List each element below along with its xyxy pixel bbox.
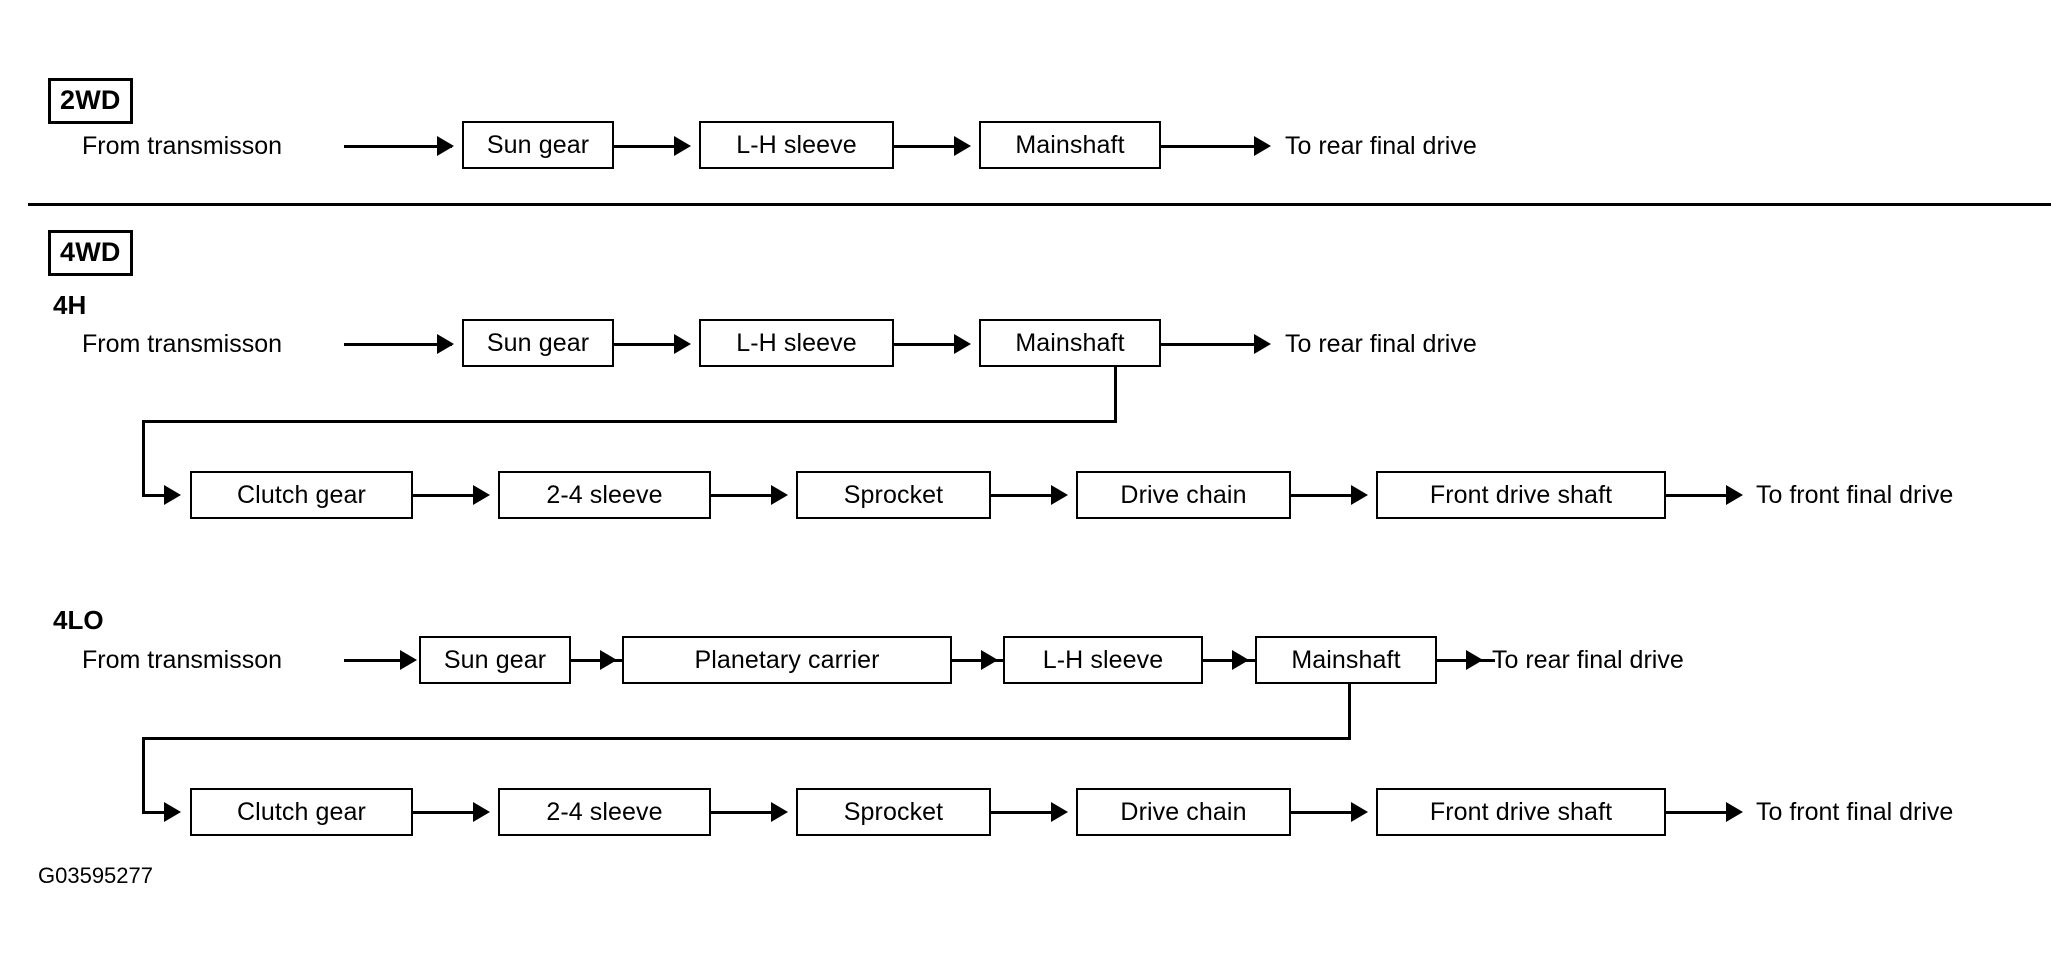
connector-line — [1161, 343, 1259, 346]
node-sun-gear[interactable]: Sun gear — [462, 121, 614, 169]
submode-label-4h: 4H — [53, 290, 87, 320]
connector-line — [1291, 811, 1356, 814]
arrowhead-icon — [473, 802, 490, 822]
branch-connector-horizontal — [142, 494, 170, 497]
connector-line — [413, 811, 478, 814]
node-2-4-sleeve[interactable]: 2-4 sleeve — [498, 471, 711, 519]
connector-line — [1161, 145, 1259, 148]
arrowhead-icon — [1254, 136, 1271, 156]
node-drive-chain[interactable]: Drive chain — [1076, 471, 1291, 519]
node-mainshaft[interactable]: Mainshaft — [979, 121, 1161, 169]
node-drive-chain[interactable]: Drive chain — [1076, 788, 1291, 836]
arrowhead-icon — [674, 136, 691, 156]
connector-line — [614, 343, 679, 346]
node-clutch-gear[interactable]: Clutch gear — [190, 471, 413, 519]
node-mainshaft[interactable]: Mainshaft — [1255, 636, 1437, 684]
node-front-drive-shaft[interactable]: Front drive shaft — [1376, 471, 1666, 519]
figure-caption: G03595277 — [38, 863, 153, 888]
terminal-to-front-final-drive: To front final drive — [1756, 480, 1954, 509]
arrowhead-icon — [1351, 485, 1368, 505]
arrowhead-icon — [954, 334, 971, 354]
connector-line — [1666, 811, 1731, 814]
arrowhead-icon — [437, 334, 454, 354]
arrowhead-icon — [954, 136, 971, 156]
node-lh-sleeve[interactable]: L-H sleeve — [699, 121, 894, 169]
arrowhead-icon — [437, 136, 454, 156]
branch-connector-vertical — [1114, 367, 1117, 423]
connector-line — [894, 343, 959, 346]
branch-connector-horizontal — [142, 420, 1117, 423]
connector-line — [991, 494, 1056, 497]
connector-line — [711, 494, 776, 497]
branch-connector-vertical — [1348, 684, 1351, 740]
section-divider — [28, 203, 2051, 206]
connector-line — [1666, 494, 1731, 497]
source-label-4lo: From transmisson — [82, 645, 283, 674]
source-label-4h: From transmisson — [82, 329, 283, 358]
source-label-2wd: From transmisson — [82, 131, 283, 160]
arrowhead-icon — [164, 802, 181, 822]
arrowhead-icon — [1726, 802, 1743, 822]
connector-line — [1291, 494, 1356, 497]
connector-line — [894, 145, 959, 148]
node-sun-gear[interactable]: Sun gear — [462, 319, 614, 367]
arrowhead-icon — [1726, 485, 1743, 505]
branch-connector-horizontal — [142, 811, 170, 814]
arrowhead-icon — [1466, 650, 1483, 670]
arrowhead-icon — [1232, 650, 1249, 670]
node-sprocket[interactable]: Sprocket — [796, 471, 991, 519]
arrowhead-icon — [1351, 802, 1368, 822]
arrowhead-icon — [1051, 802, 1068, 822]
terminal-to-rear-final-drive: To rear final drive — [1285, 329, 1477, 358]
branch-connector-vertical — [142, 737, 145, 814]
node-planetary-carrier[interactable]: Planetary carrier — [622, 636, 952, 684]
arrowhead-icon — [1051, 485, 1068, 505]
arrowhead-icon — [473, 485, 490, 505]
terminal-to-rear-final-drive: To rear final drive — [1492, 645, 1684, 674]
node-mainshaft[interactable]: Mainshaft — [979, 319, 1161, 367]
arrowhead-icon — [600, 650, 617, 670]
connector-line — [344, 659, 412, 662]
node-2-4-sleeve[interactable]: 2-4 sleeve — [498, 788, 711, 836]
mode-badge-2wd: 2WD — [48, 78, 133, 124]
node-front-drive-shaft[interactable]: Front drive shaft — [1376, 788, 1666, 836]
node-lh-sleeve[interactable]: L-H sleeve — [1003, 636, 1203, 684]
node-clutch-gear[interactable]: Clutch gear — [190, 788, 413, 836]
connector-line — [344, 145, 452, 148]
node-sprocket[interactable]: Sprocket — [796, 788, 991, 836]
node-sun-gear[interactable]: Sun gear — [419, 636, 571, 684]
arrowhead-icon — [674, 334, 691, 354]
arrowhead-icon — [771, 485, 788, 505]
connector-line — [991, 811, 1056, 814]
branch-connector-horizontal — [142, 737, 1351, 740]
arrowhead-icon — [1254, 334, 1271, 354]
mode-badge-4wd: 4WD — [48, 230, 133, 276]
terminal-to-front-final-drive: To front final drive — [1756, 797, 1954, 826]
arrowhead-icon — [981, 650, 998, 670]
arrowhead-icon — [400, 650, 417, 670]
connector-line — [614, 145, 679, 148]
branch-connector-vertical — [142, 420, 145, 497]
connector-line — [344, 343, 452, 346]
connector-line — [413, 494, 478, 497]
node-lh-sleeve[interactable]: L-H sleeve — [699, 319, 894, 367]
submode-label-4lo: 4LO — [53, 605, 104, 635]
arrowhead-icon — [771, 802, 788, 822]
arrowhead-icon — [164, 485, 181, 505]
terminal-to-rear-final-drive: To rear final drive — [1285, 131, 1477, 160]
connector-line — [711, 811, 776, 814]
